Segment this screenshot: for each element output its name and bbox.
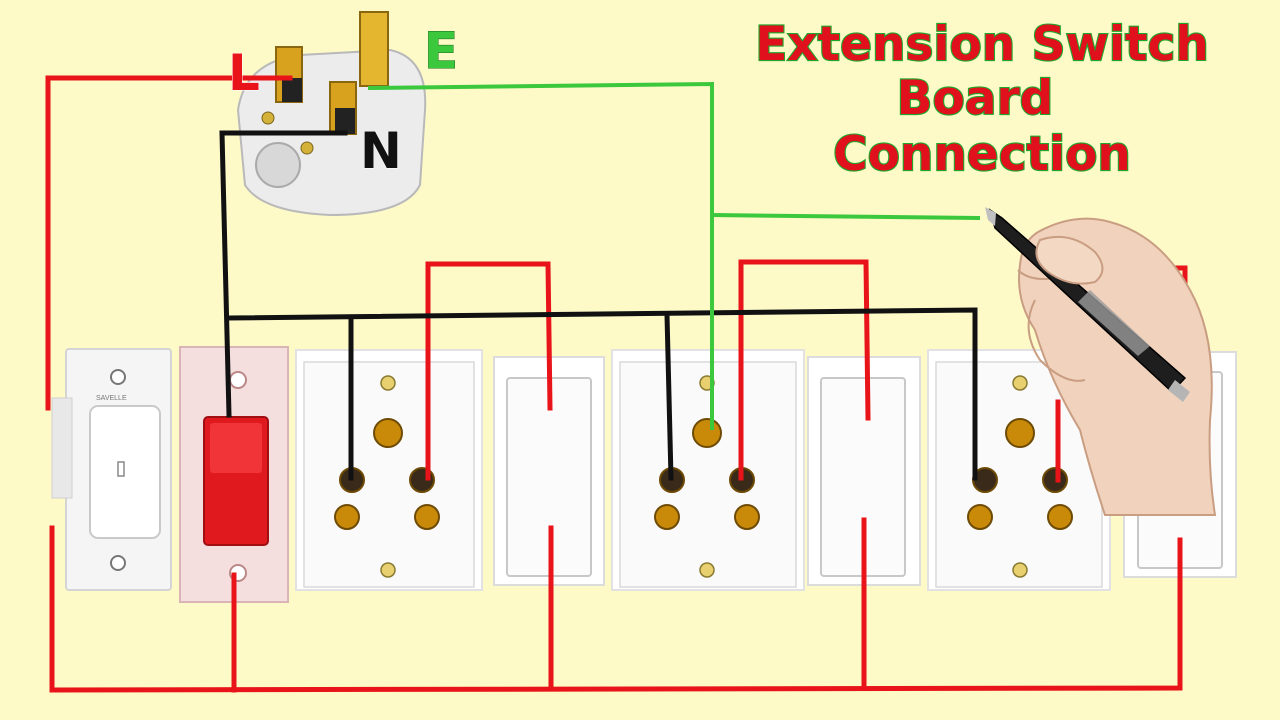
live-wire	[45, 75, 1188, 693]
earth-pin-hole	[1005, 418, 1035, 448]
hand-with-pen-icon	[985, 207, 1217, 516]
main-switch-rocker	[89, 405, 161, 539]
screw-icon	[300, 141, 314, 155]
socket-module-1	[295, 349, 483, 591]
earth-label: E	[424, 22, 458, 80]
screw-hole-icon	[110, 555, 126, 571]
neutral-wire	[219, 130, 978, 481]
screw-icon	[1012, 375, 1028, 391]
title-line-2: Board	[897, 71, 1054, 126]
screw-icon	[261, 111, 275, 125]
live-label: L	[228, 44, 260, 102]
screw-hole-icon	[229, 371, 247, 389]
earth-pin	[359, 11, 389, 87]
brand-label: SAVELLE	[96, 395, 127, 402]
indicator-module	[179, 346, 289, 603]
switch-board: SAVELLE	[51, 346, 1237, 603]
screw-icon	[380, 375, 396, 391]
screw-icon	[699, 562, 715, 578]
screw-icon	[1012, 562, 1028, 578]
main-switch-module: SAVELLE	[51, 348, 172, 591]
earth-pin-hole	[692, 418, 722, 448]
earth-pin-hole	[373, 418, 403, 448]
fuse-icon	[117, 461, 125, 477]
title-line-1: Extension Switch	[755, 17, 1209, 72]
neutral-label: N	[360, 122, 402, 180]
title-line-3: Connection	[833, 127, 1131, 182]
socket-module-2	[611, 349, 805, 591]
diagram-title: Extension Switch Board Connection	[754, 16, 1210, 183]
live-pin-hole	[1042, 467, 1068, 493]
three-pin-plug	[236, 11, 427, 217]
cable-entry	[255, 142, 301, 188]
earth-wire	[367, 81, 981, 430]
wires	[45, 75, 1188, 693]
screw-hole-icon	[110, 369, 126, 385]
screw-icon	[380, 562, 396, 578]
